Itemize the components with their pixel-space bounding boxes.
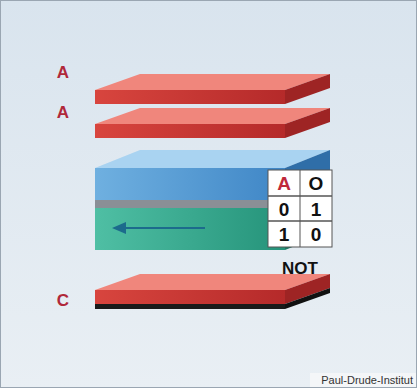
terminal-label: C <box>57 292 69 309</box>
table-cell: A <box>277 174 291 193</box>
electrode-plate <box>95 74 330 104</box>
terminal-label: A <box>57 104 69 121</box>
gate-name: NOT <box>282 260 318 277</box>
terminal-label: A <box>57 64 69 81</box>
credit-patch <box>310 373 416 387</box>
electrode-plate <box>95 274 330 309</box>
truth-table <box>268 170 332 247</box>
table-cell: 1 <box>311 200 322 219</box>
table-cell: 0 <box>279 200 290 219</box>
credit-text: Paul-Drude-Institut <box>321 375 413 386</box>
table-cell: 0 <box>311 225 322 244</box>
electrode-plate <box>95 108 330 138</box>
table-cell: O <box>309 174 324 193</box>
table-cell: 1 <box>279 225 290 244</box>
